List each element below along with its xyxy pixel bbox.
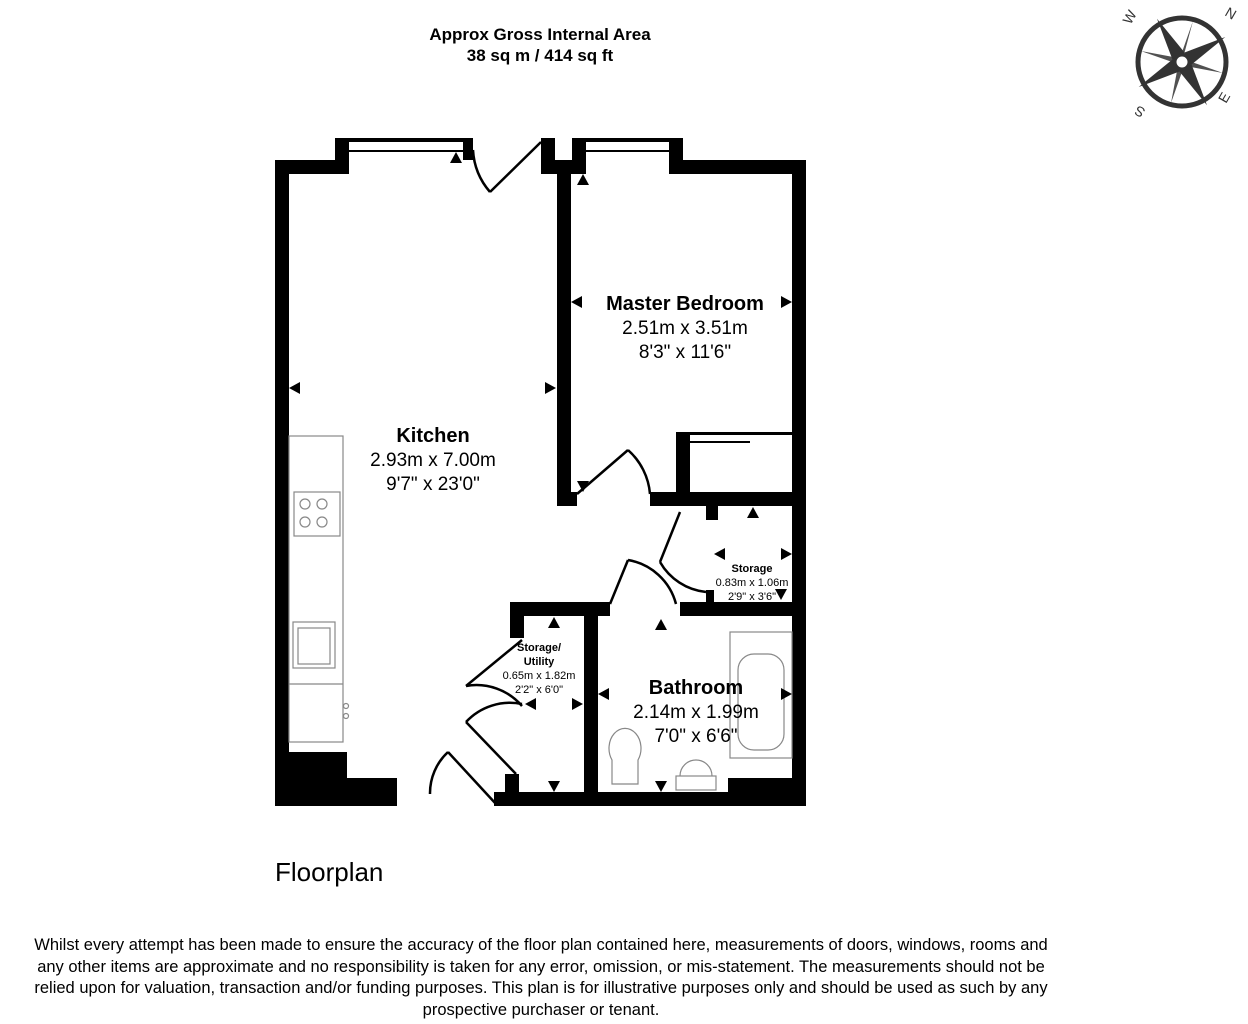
room-metric-bathroom: 2.14m x 1.99m bbox=[633, 702, 759, 723]
dimension-markers bbox=[289, 152, 792, 792]
room-metric-storage: 0.83m x 1.06m bbox=[716, 577, 789, 589]
room-imperial-kitchen: 9'7" x 23'0" bbox=[386, 474, 480, 495]
compass-rose-icon: N E S W bbox=[1119, 4, 1239, 121]
room-metric-master-bedroom: 2.51m x 3.51m bbox=[622, 318, 748, 339]
room-metric-storage-utility: 0.65m x 1.82m bbox=[503, 670, 576, 682]
plan-title: Floorplan bbox=[275, 857, 384, 887]
disclaimer-line: any other items are approximate and no r… bbox=[37, 957, 1045, 976]
room-name-bathroom: Bathroom bbox=[649, 677, 743, 699]
kitchen-units bbox=[288, 435, 350, 743]
room-metric-kitchen: 2.93m x 7.00m bbox=[370, 450, 496, 471]
room-imperial-bathroom: 7'0" x 6'6" bbox=[654, 726, 737, 747]
room-name-storage-utility-1: Storage/ bbox=[517, 642, 561, 654]
room-imperial-master-bedroom: 8'3" x 11'6" bbox=[639, 342, 731, 363]
area-title: Approx Gross Internal Area bbox=[429, 25, 651, 44]
room-imperial-storage-utility: 2'2" x 6'0" bbox=[515, 684, 563, 696]
room-imperial-storage: 2'9" x 3'6" bbox=[728, 591, 776, 603]
room-name-kitchen: Kitchen bbox=[396, 425, 469, 447]
disclaimer-line: prospective purchaser or tenant. bbox=[422, 1000, 660, 1019]
room-name-storage: Storage bbox=[732, 563, 773, 575]
disclaimer-line: relied upon for valuation, transaction a… bbox=[34, 979, 1048, 997]
doors bbox=[428, 141, 707, 805]
area-value: 38 sq m / 414 sq ft bbox=[466, 46, 614, 65]
disclaimer-line: Whilst every attempt has been made to en… bbox=[34, 936, 1048, 954]
walls bbox=[275, 138, 806, 806]
bathroom-fixtures bbox=[608, 631, 793, 791]
disclaimer: Whilst every attempt has been made to en… bbox=[0, 935, 1082, 1021]
room-name-master-bedroom: Master Bedroom bbox=[606, 293, 764, 315]
area-header: Approx Gross Internal Area 38 sq m / 414… bbox=[340, 24, 740, 66]
room-name-storage-utility-2: Utility bbox=[524, 656, 555, 668]
